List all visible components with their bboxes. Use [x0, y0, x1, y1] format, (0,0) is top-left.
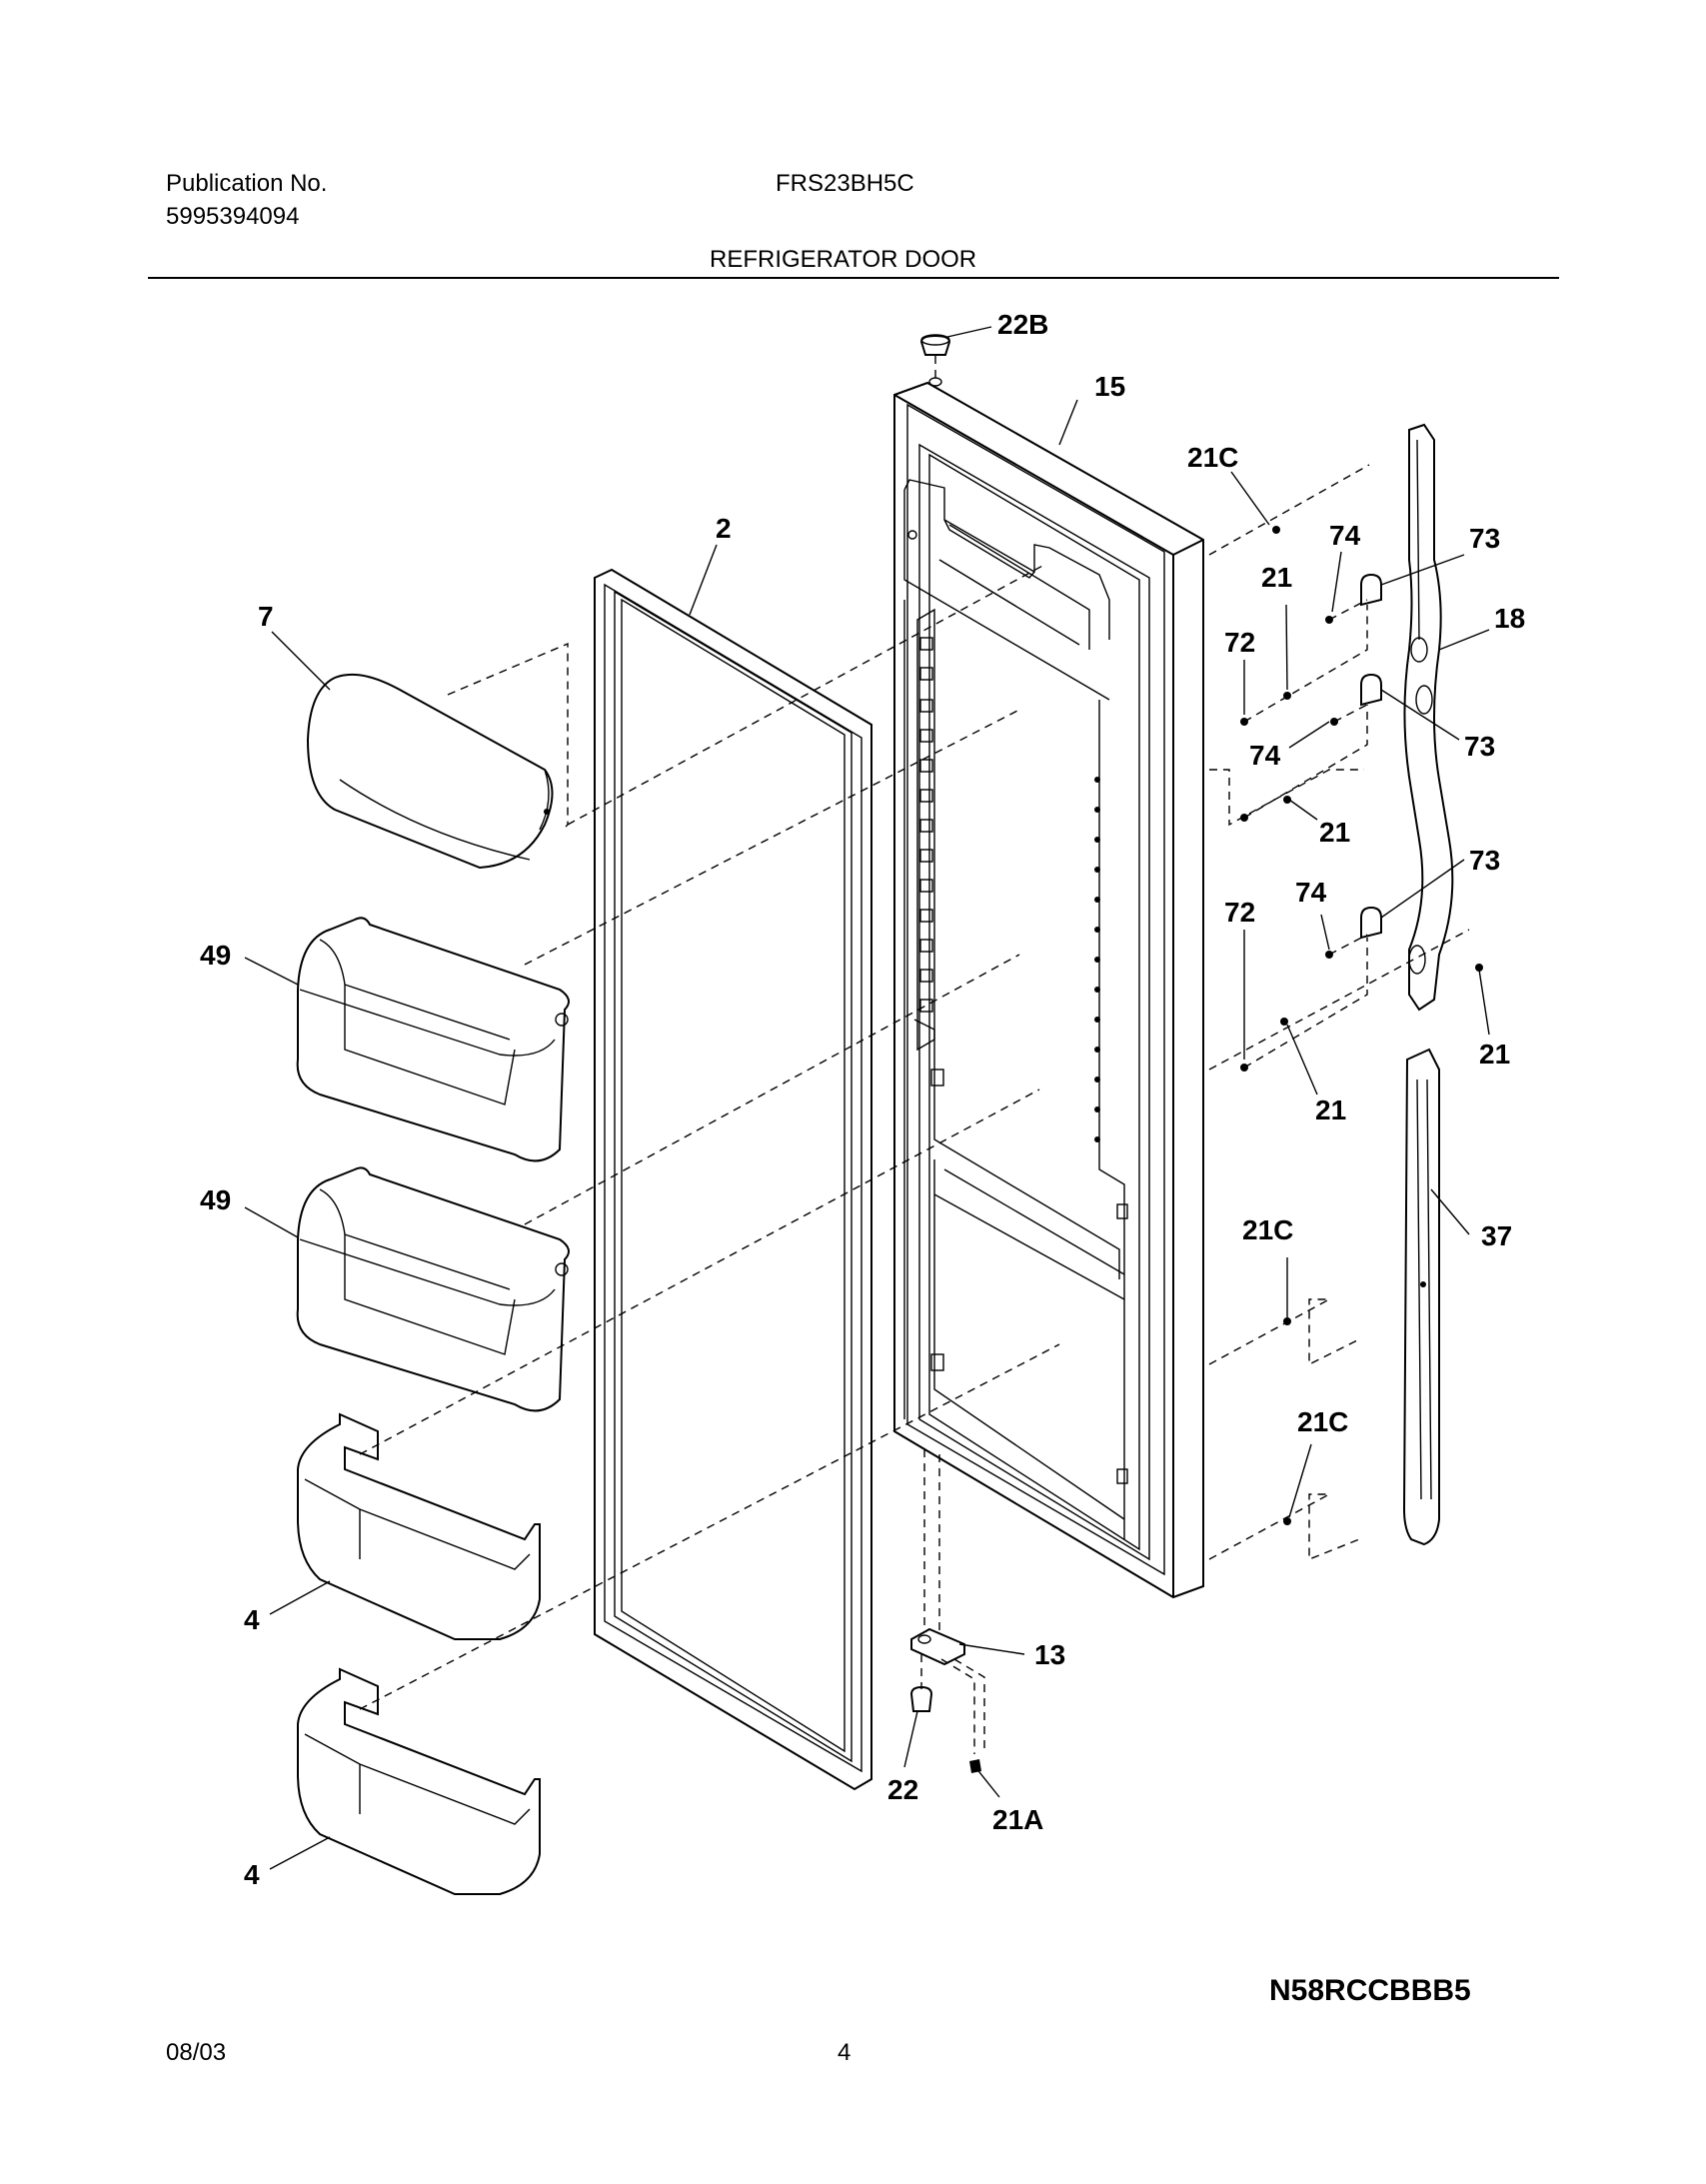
- callout-49-b: 49: [200, 1184, 231, 1215]
- publication-number: 5995394094: [166, 203, 300, 230]
- callout-7: 7: [258, 601, 274, 632]
- handle-cover-strip: [1402, 1048, 1440, 1546]
- callout-21c-top: 21C: [1187, 442, 1238, 473]
- callout-21-a: 21: [1261, 562, 1292, 593]
- callout-49-a: 49: [200, 940, 231, 971]
- top-hinge-bushing: [919, 334, 951, 387]
- callout-leaders: [244, 326, 1490, 1870]
- bottom-hinge-parts: [909, 1627, 981, 1773]
- callout-74-a: 74: [1329, 520, 1361, 551]
- door-shelf-upper: [297, 1412, 541, 1640]
- callout-22: 22: [887, 1774, 918, 1805]
- model-number: FRS23BH5C: [776, 170, 914, 197]
- page-number: 4: [838, 2039, 852, 2066]
- door-outer-panel: [893, 381, 1204, 1599]
- callout-74-c: 74: [1295, 877, 1327, 908]
- door-bin-lower: [296, 1166, 570, 1412]
- door-liner-top-frame: [903, 479, 1110, 701]
- door-liner-right-studs: [1094, 700, 1125, 1539]
- callout-21-b: 21: [1319, 817, 1350, 848]
- callout-4-a: 4: [244, 1604, 260, 1635]
- door-handle: [1403, 423, 1454, 1012]
- door-bin-upper: [296, 917, 570, 1162]
- callout-73-b: 73: [1464, 731, 1495, 762]
- callout-2: 2: [716, 513, 732, 544]
- callout-4-b: 4: [244, 1859, 260, 1890]
- callout-73-c: 73: [1469, 845, 1500, 876]
- callout-73-a: 73: [1469, 523, 1500, 554]
- callout-72-b: 72: [1224, 897, 1255, 928]
- callout-72-a: 72: [1224, 627, 1255, 658]
- callout-21-c: 21: [1479, 1039, 1510, 1070]
- callout-74-b: 74: [1249, 740, 1281, 771]
- door-liner-lower-compartment: [913, 1019, 1128, 1520]
- callout-13: 13: [1034, 1639, 1065, 1670]
- handle-mount-brackets: [1360, 573, 1382, 940]
- callout-labels: 22B 15 21C 2 7 74 73 21 18 72 74 73 21 7…: [200, 309, 1525, 1890]
- publication-label: Publication No.: [166, 170, 328, 197]
- footer-date: 08/03: [166, 2039, 227, 2066]
- callout-15: 15: [1094, 371, 1125, 402]
- door-gasket: [594, 568, 872, 1791]
- header-rule: [148, 277, 1559, 279]
- callout-22b: 22B: [997, 309, 1048, 340]
- screws-hardware: [1240, 526, 1483, 1525]
- callout-21a: 21A: [992, 1804, 1043, 1835]
- assembly-leader-lines: [359, 356, 1470, 1754]
- section-title: REFRIGERATOR DOOR: [710, 246, 977, 273]
- callout-21c-mid: 21C: [1242, 1214, 1293, 1245]
- callout-21-d: 21: [1315, 1094, 1346, 1125]
- dairy-door-bin: [306, 673, 554, 870]
- callout-37: 37: [1481, 1220, 1512, 1251]
- diagram-code: N58RCCBBB5: [1269, 1974, 1471, 2007]
- door-shelf-lower: [297, 1667, 541, 1895]
- callout-21c-low: 21C: [1297, 1406, 1348, 1437]
- callout-18: 18: [1494, 603, 1525, 634]
